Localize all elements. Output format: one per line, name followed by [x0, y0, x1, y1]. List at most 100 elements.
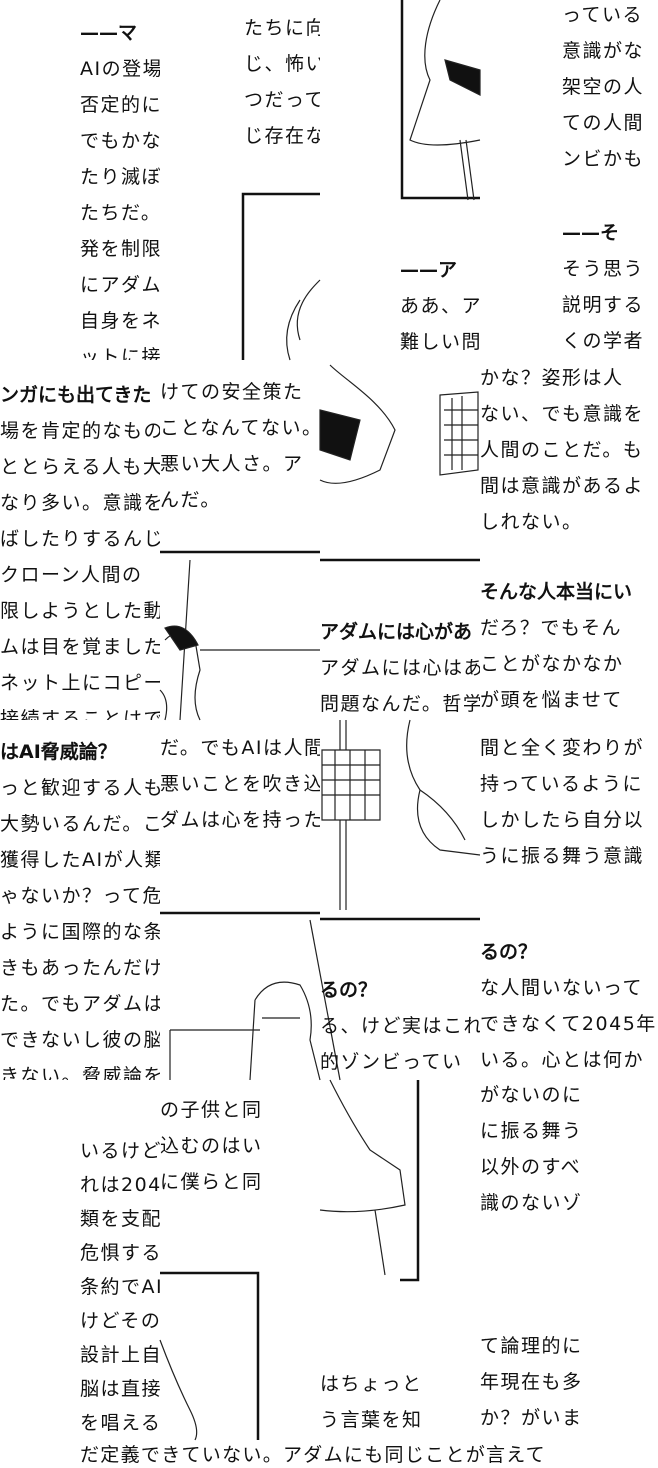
text-column: るの？ な人間いないってできなくて2045年いる。心とは何か [480, 934, 658, 1080]
go-board-icon [439, 391, 479, 476]
text-column: の子供と同込むのはいに僕らと同 [160, 1092, 260, 1202]
text-line: できなくて2045年 [480, 1013, 657, 1035]
text-line: いるけど、 [80, 1140, 160, 1162]
text-line: 否定的に [80, 94, 160, 116]
text-line: の子供と同 [160, 1099, 260, 1121]
text-column: そんな人本当にいだろ？でもそんことがなかなかが頭を悩ませて [480, 574, 658, 720]
text-line: ネット上にコピー [0, 672, 160, 694]
text-column: ——アああ、ア難しい問 [400, 252, 480, 360]
text-column: て論理的に年現在も多か？がいま [480, 1328, 580, 1436]
text-line: 悪い大人さ。ア [160, 453, 304, 475]
text-line: んだ。 [160, 489, 221, 511]
text-line: クローン人間の [0, 564, 143, 586]
text-line: た。でもアダムは設 [0, 993, 160, 1015]
text-line: たちだ。 [80, 202, 160, 224]
section-heading: アダムには心があ [320, 621, 473, 643]
figure-sketch [409, 0, 481, 146]
section-heading: ——ア [400, 259, 458, 281]
figure-sketch [319, 1079, 406, 1276]
text-line: いる。心とは何か [480, 1049, 645, 1071]
text-column: たちに向じ、怖いつだってじ存在な [244, 10, 320, 155]
panel-frame [400, 0, 480, 200]
panel-frame [241, 192, 320, 360]
figure-sketch [319, 364, 396, 484]
text-line: にアダム [80, 274, 160, 296]
text-column: いるけど、れは2045年類を支配し危惧する人条約でAI開けどその前設計上自分脳は… [80, 1134, 160, 1440]
panel-frame [400, 1080, 420, 1282]
text-line: る、けど実はこれ [320, 1015, 480, 1037]
text-line: ように国際的な条 [0, 921, 160, 943]
section-heading: はAI脅威論？ [0, 741, 117, 763]
text-line: か？がいま [480, 1407, 580, 1429]
text-line: 難しい問 [400, 331, 480, 353]
text-line: 類を支配し [80, 1208, 160, 1230]
bottom-text-line: だ定義できていない。アダムにも同じことが言えて [80, 1444, 546, 1466]
text-line: 以外のすべ [480, 1156, 580, 1178]
text-line: ばしたりするんじ [0, 528, 160, 550]
text-line: ットに接 [80, 346, 160, 360]
figure-sketch [406, 719, 481, 856]
text-line: う言葉を知 [320, 1409, 420, 1431]
text-line: 意識がな [562, 40, 645, 62]
text-line: ことなんてない。 [160, 417, 320, 439]
section-heading: ンガにも出てきた [0, 384, 152, 406]
text-line: だ。でもAIは人間の [160, 737, 320, 759]
text-column: けての安全策たことなんてない。悪い大人さ。アんだ。 [160, 374, 320, 524]
text-column: はちょっとう言葉を知 [320, 1366, 420, 1438]
text-line: ことがなかなか [480, 653, 624, 675]
text-line: そう思う [562, 258, 645, 280]
text-column: ——そそう思う説明するくの学者 [562, 215, 658, 360]
text-line: 場を肯定的なもの [0, 420, 160, 442]
text-line: て論理的に [480, 1335, 580, 1357]
text-line: な人間いないって [480, 977, 644, 999]
go-board-icon [321, 749, 381, 821]
text-line: に僕らと同 [160, 1171, 260, 1193]
text-line: を唱える人 [80, 1412, 160, 1434]
text-line: 問題なんだ。哲学者 [320, 693, 480, 715]
section-heading: るの？ [320, 979, 378, 1001]
section-heading: ——マ [80, 22, 138, 44]
text-line: くの学者 [562, 330, 645, 352]
figure-sketch [286, 279, 321, 361]
text-line: たり滅ぼ [80, 166, 160, 188]
text-line: じ、怖い [244, 53, 320, 75]
text-line: できないし彼の脳 [0, 1029, 160, 1051]
text-line: 接続することはで [0, 708, 160, 720]
text-column: っている意識がな架空の人ての人間ンビかも [562, 0, 658, 182]
text-line: に振る舞う [480, 1120, 580, 1142]
text-line: 人間のことだ。も [480, 439, 644, 461]
text-line: たちに向 [244, 17, 320, 39]
text-line: しれない。 [480, 511, 583, 533]
text-line: はちょっと [320, 1373, 420, 1395]
text-line: 間は意識があるよ [480, 475, 645, 497]
section-heading: るの？ [480, 941, 538, 963]
text-line: ない、でも意識を [480, 403, 645, 425]
text-line: アダムには心はあ [320, 657, 480, 679]
text-line: しかしたら自分以 [480, 809, 645, 831]
text-line: ムは目を覚ました [0, 636, 160, 658]
text-line: うに振る舞う意識 [480, 845, 645, 867]
text-line: AIの登場 [80, 58, 160, 80]
text-line: じ存在な [244, 125, 320, 147]
text-line: 架空の人 [562, 76, 645, 98]
text-line: 自身をネ [80, 310, 160, 332]
text-line: が頭を悩ませて [480, 689, 623, 711]
text-column: るの？ る、けど実はこれ的ゾンビってい [320, 972, 480, 1080]
text-line: 持っているように [480, 773, 644, 795]
text-line: 大勢いるんだ。これ [0, 813, 160, 835]
glasses-figure-sketch [249, 981, 321, 1081]
text-line: っと歓迎する人も [0, 777, 160, 799]
text-column: かな？姿形は人ない、でも意識を人間のことだ。も間は意識があるよしれない。 [480, 360, 658, 540]
text-line: ゃないか？って危 [0, 885, 160, 907]
text-line: 条約でAI開 [80, 1276, 160, 1298]
text-line: 悪いことを吹き込 [160, 773, 320, 795]
text-line: ダムは心を持った [160, 809, 320, 831]
text-line: きない。脅威論を [0, 1065, 160, 1080]
text-line: ての人間 [562, 112, 645, 134]
text-column: 間と全く変わりが持っているようにしかしたら自分以うに振る舞う意識 [480, 730, 658, 880]
text-line: 的ゾンビってい [320, 1051, 463, 1073]
section-heading: そんな人本当にい [480, 581, 633, 603]
